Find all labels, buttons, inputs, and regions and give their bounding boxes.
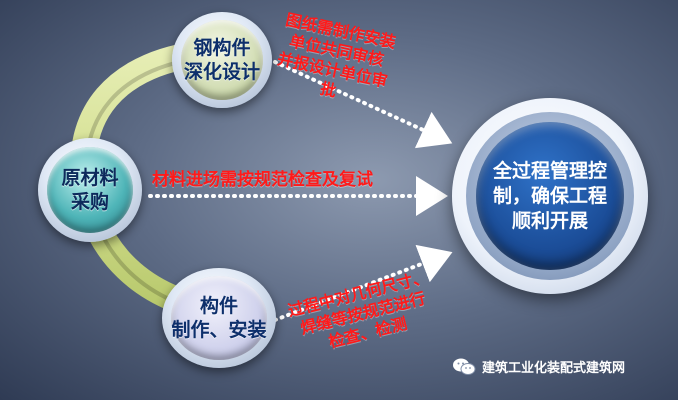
- annotation-middle: 材料进场需按规范检查及复试: [152, 170, 373, 190]
- node-steel-detailing-inner: 钢构件 深化设计: [181, 20, 263, 100]
- node-raw-material-line2: 采购: [70, 191, 109, 213]
- goal-text: 全过程管理控制，确保工程顺利开展: [492, 159, 607, 232]
- node-fabrication-line2: 制作、安装: [171, 319, 267, 341]
- node-fabrication-line1: 构件: [199, 295, 238, 317]
- arrow-bottom: [273, 244, 453, 322]
- node-raw-material-inner: 原材料 采购: [47, 147, 133, 233]
- node-steel-detailing-line2: 深化设计: [183, 61, 260, 83]
- watermark: 建筑工业化装配式建筑网: [452, 357, 625, 376]
- node-raw-material: 原材料 采购: [38, 138, 142, 242]
- goal-circle: 全过程管理控制，确保工程顺利开展: [476, 122, 624, 270]
- node-raw-material-line1: 原材料: [61, 167, 119, 189]
- node-steel-detailing-line1: 钢构件: [193, 37, 251, 59]
- node-fabrication-inner: 构件 制作、安装: [171, 276, 267, 360]
- arrow-top: [273, 60, 453, 149]
- node-steel-detailing: 钢构件 深化设计: [172, 12, 272, 108]
- node-fabrication: 构件 制作、安装: [162, 268, 276, 368]
- watermark-text: 建筑工业化装配式建筑网: [482, 361, 626, 376]
- wechat-icon: [452, 357, 476, 376]
